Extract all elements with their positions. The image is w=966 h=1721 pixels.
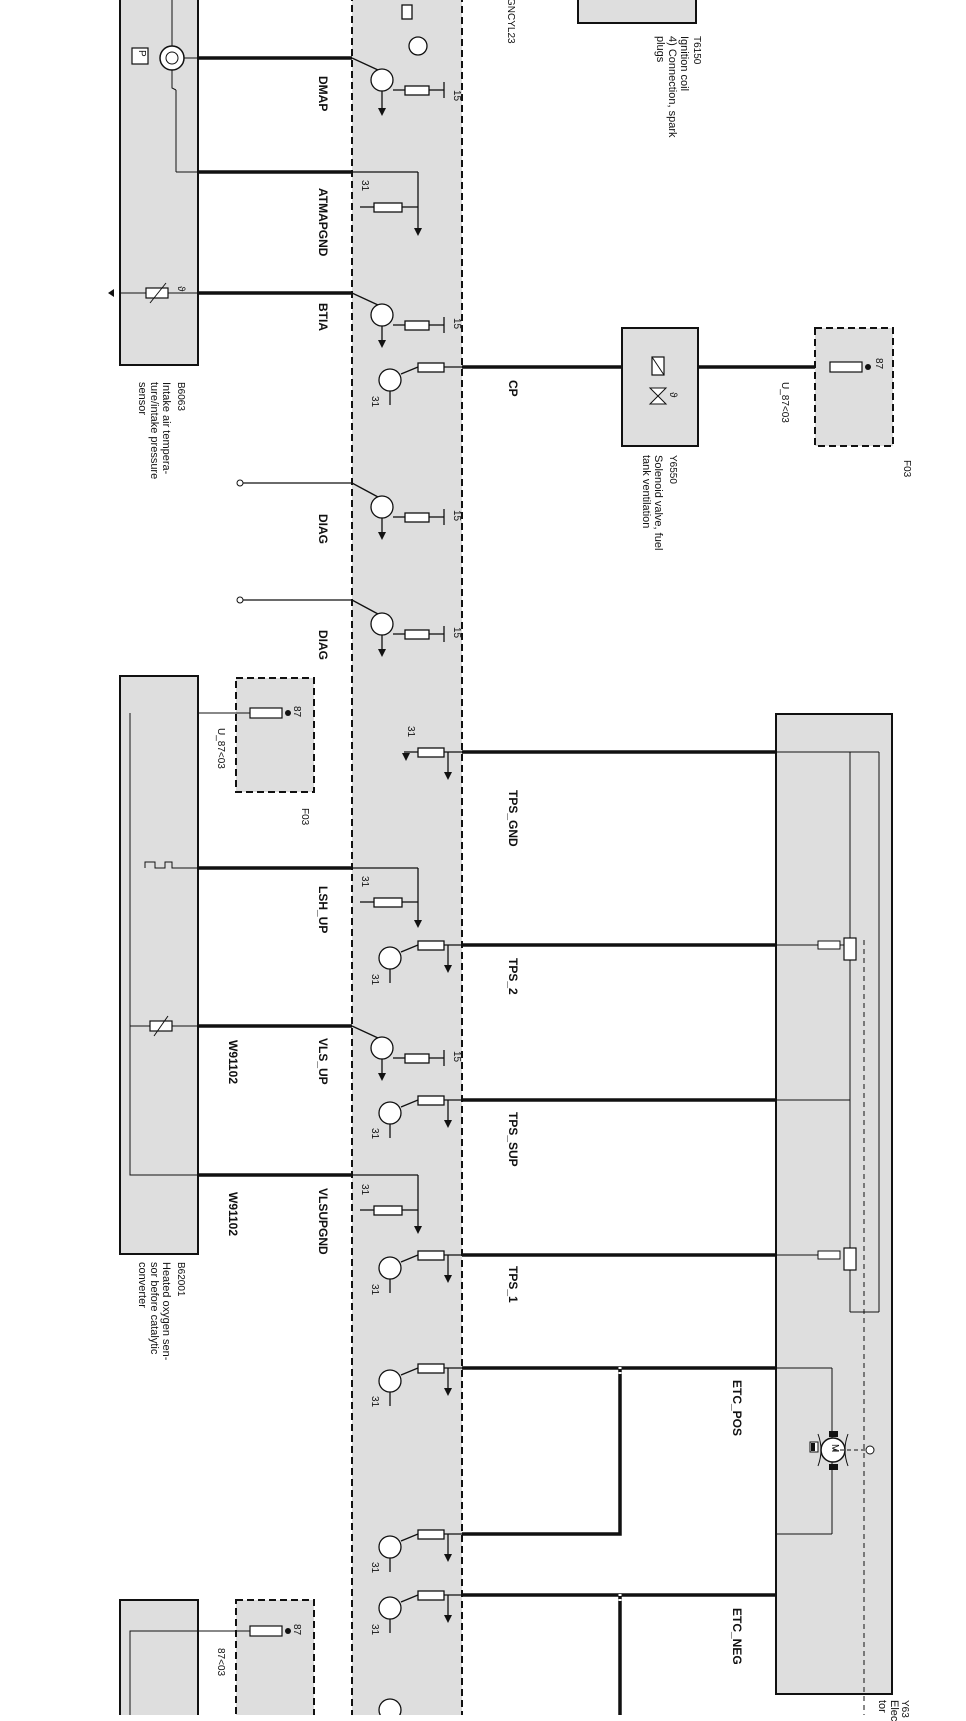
b6063-id: B6063 xyxy=(175,382,186,411)
b62001-box xyxy=(119,675,199,1255)
pin-15: 15 xyxy=(451,318,462,330)
signal-diag-2: DIAG xyxy=(316,630,330,660)
pin-31: 31 xyxy=(359,180,370,192)
signal-tps-2: TPS_2 xyxy=(506,958,520,995)
pin-31: 31 xyxy=(369,974,380,986)
t6150-desc: Ignition coil 4) Connection, spark plugs xyxy=(654,36,690,138)
wire-w91102-a: W91102 xyxy=(226,1040,240,1085)
heavy-wires xyxy=(198,56,815,1715)
signal-diag-1: DIAG xyxy=(316,514,330,544)
b62001-id: B62001 xyxy=(175,1262,186,1297)
wire-u87-mid: U_87<03 xyxy=(215,728,226,769)
pin-31: 31 xyxy=(369,1624,380,1636)
wire-u87-top: U_87<03 xyxy=(779,382,790,423)
f03-mid-box xyxy=(235,677,315,793)
pin-15: 15 xyxy=(451,90,462,102)
signal-etc-neg: ETC_NEG xyxy=(730,1608,744,1665)
signal-atmapgnd: ATMAPGND xyxy=(316,188,330,257)
t6150-id: T6150 xyxy=(691,36,702,65)
pin-31: 31 xyxy=(405,726,416,738)
f03-mid-id: F03 xyxy=(299,808,310,826)
y63-id: Y63 xyxy=(899,1700,910,1718)
pin-31: 31 xyxy=(359,1184,370,1196)
pressure-box-icon xyxy=(131,47,149,65)
pin-87: 87 xyxy=(873,358,884,370)
pin-15: 15 xyxy=(451,510,462,522)
theta-icon: ϑ xyxy=(175,286,186,292)
signal-vlsupgnd: VLSUPGND xyxy=(316,1188,330,1255)
pin-31: 31 xyxy=(369,1396,380,1408)
y63-box xyxy=(775,713,893,1695)
pressure-sensor-icon xyxy=(159,45,185,71)
signal-vls-up: VLS_UP xyxy=(316,1038,330,1085)
pin-87: 87 xyxy=(291,1624,302,1636)
signal-cp: CP xyxy=(506,380,520,397)
ecu-region xyxy=(351,0,463,1715)
signal-lsh-up: LSH_UP xyxy=(316,886,330,934)
y6550-desc: Solenoid valve, fuel tank ventilation xyxy=(640,455,664,551)
f03-bottom-box xyxy=(235,1599,315,1715)
signal-etc-pos: ETC_POS xyxy=(730,1380,744,1437)
signal-btia: BTIA xyxy=(316,303,330,331)
f03-top-box xyxy=(814,327,894,447)
b6063-desc: Intake air tempera- ture/intake pressure… xyxy=(136,382,172,480)
wire-87-bottom: 87<03 xyxy=(215,1648,226,1677)
signal-tps-gnd: TPS_GND xyxy=(506,790,520,847)
pressure-icon: P xyxy=(136,50,147,57)
pin-15: 15 xyxy=(451,627,462,639)
pin-31: 31 xyxy=(369,1128,380,1140)
motor-icon-letter: M xyxy=(829,1444,840,1453)
pin-87: 87 xyxy=(291,706,302,718)
t6150-box xyxy=(577,0,697,24)
pin-31: 31 xyxy=(369,396,380,408)
pin-31: 31 xyxy=(359,876,370,888)
signal-tps-1: TPS_1 xyxy=(506,1266,520,1303)
bottom-left-box xyxy=(119,1599,199,1715)
signal-tps-sup: TPS_SUP xyxy=(506,1112,520,1167)
pin-15: 15 xyxy=(451,1051,462,1063)
pin-31: 31 xyxy=(369,1284,380,1296)
y6550-box xyxy=(621,327,699,447)
pin-31: 31 xyxy=(369,1562,380,1574)
wire-w91102-b: W91102 xyxy=(226,1192,240,1237)
label-gncyl23: GNCYL23 xyxy=(505,0,516,44)
y6550-id: Y6550 xyxy=(667,455,678,484)
y63-desc: Elec tor xyxy=(876,1700,900,1721)
b62001-desc: Heated oxygen sen- sor before catalytic … xyxy=(136,1262,172,1361)
theta-icon: ϑ xyxy=(667,392,678,398)
ecu-transistors xyxy=(351,4,462,1715)
f03-top-id: F03 xyxy=(901,460,912,478)
signal-dmap: DMAP xyxy=(316,76,330,112)
